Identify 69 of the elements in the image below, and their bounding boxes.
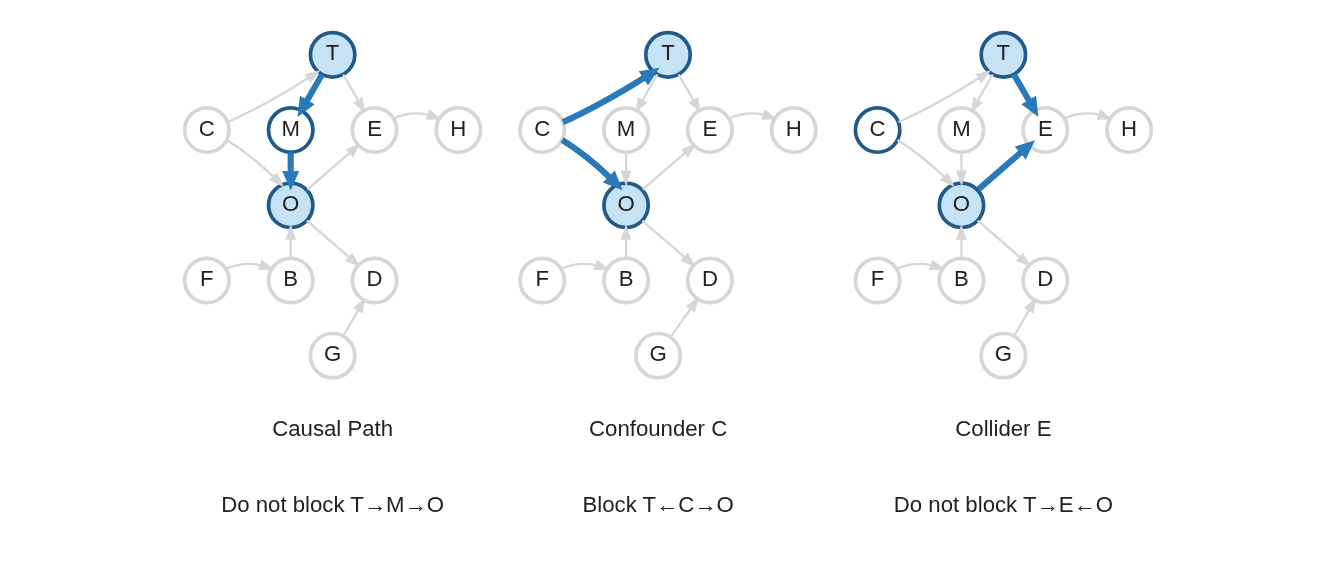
- node-circle: M: [266, 106, 315, 155]
- node-circle: O: [601, 181, 650, 230]
- node-circle: F: [853, 256, 902, 305]
- arrow: [1063, 109, 1113, 120]
- label: Block T←C→O: [582, 491, 734, 517]
- arrow: [560, 259, 610, 271]
- node-circle: E: [685, 106, 734, 155]
- node-circle: D: [350, 256, 399, 305]
- node-circle: B: [601, 256, 650, 305]
- arrow: [669, 296, 699, 338]
- node-circle: H: [769, 106, 818, 155]
- arrow: [306, 143, 361, 191]
- node-circle: F: [182, 256, 231, 305]
- node-circle: T: [308, 30, 357, 79]
- arrow: [1010, 72, 1038, 117]
- node-circle: T: [643, 30, 692, 79]
- arrow: [560, 137, 623, 191]
- arrow: [955, 152, 967, 187]
- node-circle: C: [182, 106, 231, 155]
- arrow: [341, 73, 365, 114]
- arrow: [392, 109, 442, 120]
- node-circle: H: [1104, 106, 1153, 155]
- node-circle: E: [1020, 106, 1069, 155]
- node-circle: M: [601, 106, 650, 155]
- arrow: [620, 224, 632, 258]
- node-circle: B: [936, 256, 985, 305]
- label: Do not block T→E←O: [893, 491, 1113, 517]
- node-circle: B: [266, 256, 315, 305]
- arrow: [955, 224, 967, 258]
- arrow: [226, 70, 321, 124]
- arrow: [561, 67, 660, 125]
- arrow: [305, 219, 360, 267]
- arrow: [1012, 297, 1036, 337]
- arrow: [620, 152, 632, 187]
- arrow: [224, 259, 275, 271]
- label: Confounder C: [588, 416, 727, 442]
- node-circle: F: [517, 256, 566, 305]
- node-circle: O: [936, 181, 985, 230]
- arrow: [297, 72, 325, 117]
- arrow: [641, 143, 696, 191]
- node-circle: G: [978, 331, 1027, 380]
- node-circle: T: [978, 30, 1027, 79]
- arrow: [284, 224, 296, 258]
- arrow: [677, 73, 701, 114]
- arrow: [897, 70, 991, 124]
- node-circle: E: [350, 106, 399, 155]
- arrow: [225, 139, 284, 188]
- arrow: [975, 140, 1035, 192]
- label: Do not block T→M→O: [220, 491, 444, 517]
- node-circle: O: [266, 181, 315, 230]
- node-circle: G: [633, 331, 682, 380]
- arrow: [895, 259, 945, 271]
- label: Collider E: [954, 416, 1051, 442]
- node-circle: H: [433, 106, 482, 155]
- node-circle: D: [685, 256, 734, 305]
- node-circle: C: [853, 106, 902, 155]
- arrow: [728, 109, 778, 120]
- arrow: [634, 73, 658, 114]
- arrow: [341, 297, 366, 337]
- node-circle: G: [308, 331, 357, 380]
- node-circle: M: [936, 106, 985, 155]
- node-circle: C: [517, 106, 566, 155]
- node-circle: D: [1020, 256, 1069, 305]
- arrow: [976, 219, 1031, 267]
- label: Causal Path: [271, 416, 393, 442]
- arrow: [281, 152, 299, 191]
- arrow: [641, 219, 696, 267]
- arrow: [970, 73, 994, 114]
- arrow: [896, 139, 955, 188]
